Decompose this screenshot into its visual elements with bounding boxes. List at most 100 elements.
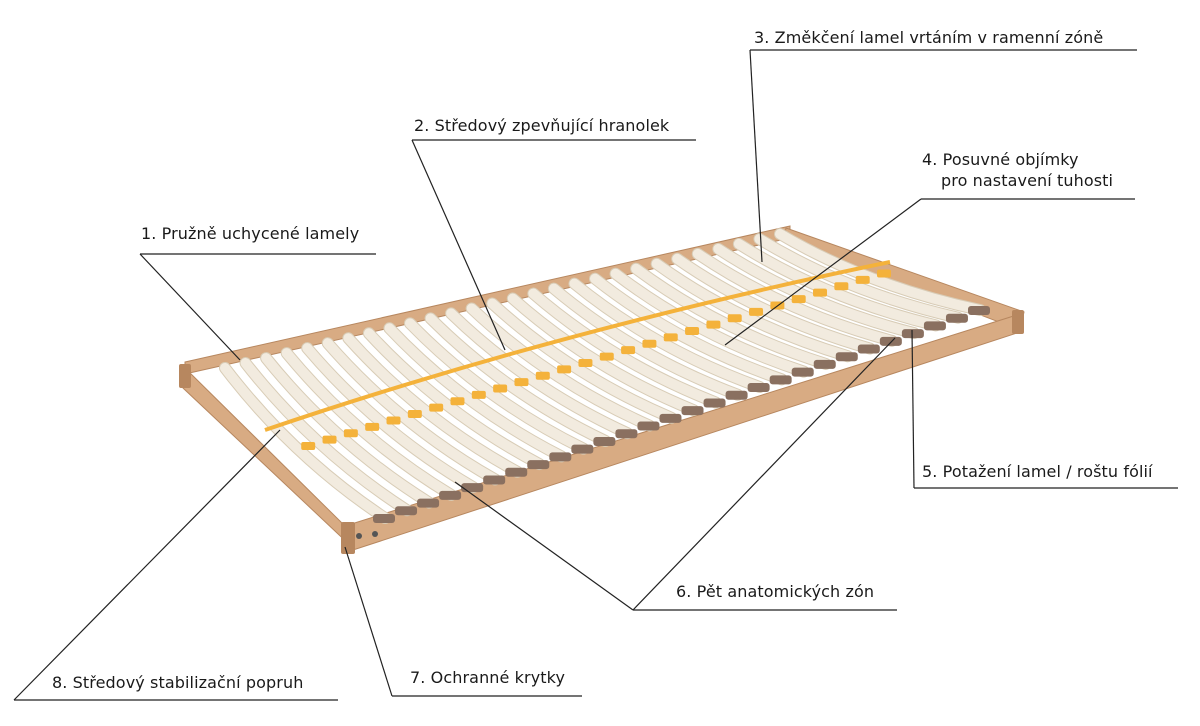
slat-holder bbox=[659, 413, 682, 423]
slat-holder bbox=[879, 336, 902, 346]
screw bbox=[356, 533, 362, 539]
slat bbox=[713, 243, 919, 339]
slat bbox=[343, 333, 523, 477]
slat-holder bbox=[791, 367, 814, 377]
slat bbox=[384, 323, 567, 462]
slat bbox=[446, 308, 633, 439]
leader-lines bbox=[13, 49, 1178, 701]
leader-line bbox=[411, 139, 506, 351]
stiffness-sleeve bbox=[429, 403, 444, 412]
leader-line bbox=[13, 429, 281, 701]
slat bbox=[363, 328, 545, 470]
label-2-center-reinforcement: 2. Středový zpevňující hranolek bbox=[414, 116, 670, 135]
stiffness-sleeve bbox=[322, 435, 337, 444]
slat-holder bbox=[439, 490, 462, 500]
stiffness-sleeves-group bbox=[264, 260, 891, 450]
stiffness-sleeve bbox=[813, 288, 828, 297]
slat-holder bbox=[461, 483, 484, 493]
stiffness-sleeve bbox=[301, 442, 316, 450]
slat-holder bbox=[527, 460, 550, 470]
leader-line bbox=[911, 329, 915, 489]
label-7-protective-caps: 7. Ochranné krytky bbox=[410, 668, 566, 687]
protective-cap bbox=[341, 522, 355, 554]
label-6-anatomic-zones: 6. Pět anatomických zón bbox=[676, 582, 875, 601]
slat-holder bbox=[417, 498, 440, 508]
slat-holder bbox=[681, 406, 704, 416]
label-4-sliding-sleeves-line2: pro nastavení tuhosti bbox=[941, 171, 1114, 190]
stiffness-sleeve bbox=[685, 327, 700, 336]
slat-holder bbox=[395, 506, 418, 516]
slat bbox=[590, 273, 787, 385]
stiffness-sleeve bbox=[855, 275, 870, 284]
stiffness-sleeve bbox=[877, 269, 891, 278]
label-3-slat-softening: 3. Změkčení lamel vrtáním v ramenní zóně bbox=[754, 28, 1104, 47]
stiffness-sleeve bbox=[386, 416, 401, 425]
slat bbox=[733, 238, 941, 331]
slat-holder bbox=[747, 383, 770, 393]
stiffness-sleeve bbox=[557, 365, 572, 374]
stiffness-sleeve bbox=[471, 390, 486, 399]
slat-holder bbox=[857, 344, 880, 354]
slat bbox=[425, 313, 611, 446]
slat bbox=[754, 233, 963, 323]
stiffness-sleeve bbox=[663, 333, 678, 342]
slat-holder bbox=[505, 467, 528, 477]
leader-line bbox=[749, 49, 763, 263]
stiffness-sleeve bbox=[706, 320, 721, 329]
stiffness-sleeve bbox=[791, 295, 806, 304]
label-8-stabilizing-strap: 8. Středový stabilizační popruh bbox=[52, 673, 304, 692]
stiffness-sleeve bbox=[535, 371, 550, 380]
stabilizing-strap bbox=[264, 260, 891, 432]
slat-holder bbox=[571, 444, 594, 454]
leader-line bbox=[344, 546, 393, 697]
stiffness-sleeve bbox=[343, 429, 358, 438]
slat-holders-group bbox=[373, 306, 990, 523]
stiffness-sleeve bbox=[578, 358, 593, 367]
slat-holder bbox=[483, 475, 506, 485]
slat-holder bbox=[769, 375, 792, 385]
slat bbox=[261, 353, 435, 508]
slats-group bbox=[219, 228, 986, 524]
slat bbox=[322, 338, 501, 485]
leader-line bbox=[632, 337, 896, 611]
label-4-sliding-sleeves: 4. Posuvné objímky bbox=[922, 150, 1079, 169]
slat-holder bbox=[703, 398, 726, 408]
slat bbox=[302, 343, 479, 493]
slat-holder bbox=[923, 321, 946, 331]
slat-holder bbox=[615, 429, 638, 439]
slat-holder bbox=[373, 514, 395, 523]
stiffness-sleeve bbox=[450, 397, 465, 406]
slat bbox=[507, 293, 699, 416]
leader-line bbox=[724, 198, 922, 346]
leader-line bbox=[454, 481, 634, 611]
stiffness-sleeve bbox=[642, 339, 657, 348]
slat-holder bbox=[725, 390, 748, 400]
stiffness-sleeve bbox=[621, 346, 636, 355]
stiffness-sleeve bbox=[514, 378, 529, 387]
protective-cap bbox=[179, 364, 191, 388]
slat-holder bbox=[901, 329, 924, 339]
stiffness-sleeve bbox=[599, 352, 614, 361]
slat bbox=[548, 283, 743, 400]
slat bbox=[220, 363, 390, 523]
slat bbox=[240, 358, 413, 516]
stiffness-sleeve bbox=[493, 384, 508, 393]
screw bbox=[372, 531, 378, 537]
slat bbox=[692, 248, 897, 346]
slat bbox=[610, 268, 809, 377]
slat-holder bbox=[813, 359, 836, 369]
slat-holder bbox=[835, 352, 858, 362]
leader-line bbox=[139, 253, 241, 361]
label-1-flexible-slats: 1. Pružně uchycené lamely bbox=[141, 224, 360, 243]
slat-holder bbox=[968, 306, 990, 315]
protective-cap bbox=[1012, 310, 1024, 334]
label-5-foil-coating: 5. Potažení lamel / roštu fólií bbox=[922, 462, 1153, 481]
slat bbox=[631, 263, 831, 369]
slat bbox=[672, 253, 875, 354]
slat bbox=[487, 298, 677, 423]
slat bbox=[569, 278, 765, 393]
stiffness-sleeve bbox=[749, 307, 764, 316]
stiffness-sleeve bbox=[365, 422, 380, 431]
slat bbox=[775, 229, 985, 315]
